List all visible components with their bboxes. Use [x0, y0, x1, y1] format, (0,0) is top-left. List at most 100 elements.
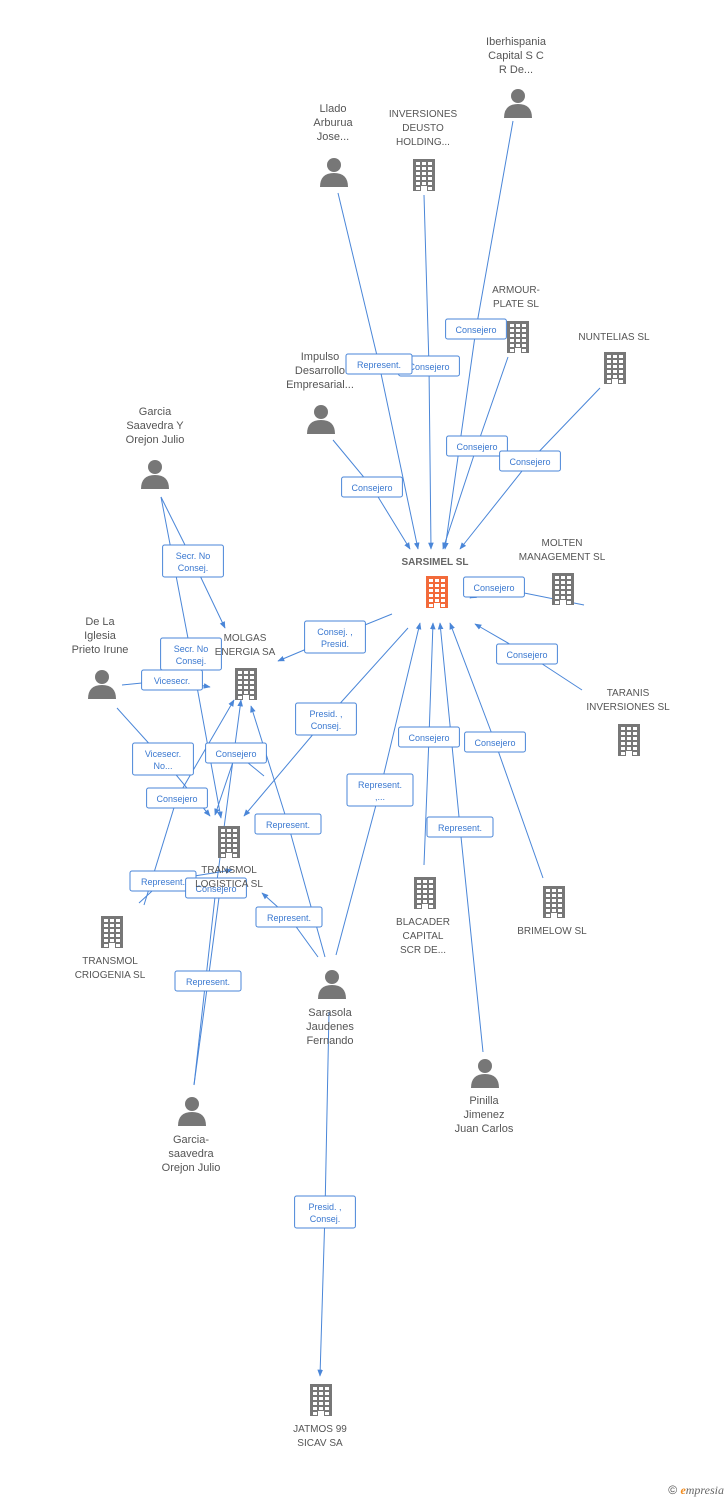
copyright-symbol: ©	[668, 1483, 678, 1497]
building-icon[interactable]	[604, 352, 626, 384]
edge-label-box[interactable]	[496, 643, 558, 665]
building-icon[interactable]	[552, 573, 574, 605]
building-icon[interactable]	[507, 321, 529, 353]
person-icon[interactable]	[504, 89, 532, 118]
company-label[interactable]: BRIMELOW SL	[517, 926, 587, 937]
person-label[interactable]: Jimenez	[464, 1109, 505, 1121]
person-label[interactable]: Fernando	[306, 1035, 353, 1047]
person-label[interactable]: Iberhispania	[486, 36, 547, 48]
person-label[interactable]: Saavedra Y	[126, 420, 184, 432]
person-label[interactable]: Iglesia	[84, 630, 117, 642]
brand-logo-text: mpresia	[685, 1483, 724, 1497]
building-icon[interactable]	[618, 724, 640, 756]
company-label[interactable]: INVERSIONES	[389, 109, 458, 120]
edge-label-box[interactable]	[426, 816, 494, 838]
edge-label-box[interactable]	[162, 544, 224, 578]
person-label[interactable]: Impulso	[301, 351, 340, 363]
building-icon[interactable]	[426, 576, 448, 608]
person-label[interactable]: De La	[85, 616, 115, 628]
company-label[interactable]: BLACADER	[396, 917, 450, 928]
edge-label-box[interactable]	[445, 318, 507, 340]
company-label[interactable]: CRIOGENIA SL	[75, 970, 146, 981]
person-label[interactable]: Juan Carlos	[455, 1123, 514, 1135]
edge-label-text: Consej.	[176, 656, 207, 666]
company-label[interactable]: HOLDING...	[396, 137, 450, 148]
company-label[interactable]: TRANSMOL	[201, 865, 257, 876]
company-label[interactable]: MOLTEN	[542, 538, 583, 549]
person-label[interactable]: Arburua	[313, 117, 353, 129]
edge-label-text: Consejero	[215, 749, 256, 759]
building-icon[interactable]	[235, 668, 257, 700]
edge-label-box[interactable]	[255, 906, 323, 928]
person-label[interactable]: Pinilla	[469, 1095, 499, 1107]
edge-label-box[interactable]	[294, 1195, 356, 1229]
edge-label-box[interactable]	[345, 353, 413, 375]
person-label[interactable]: Capital S C	[488, 50, 544, 62]
company-label[interactable]: JATMOS 99	[293, 1424, 347, 1435]
edge-label-box[interactable]	[463, 576, 525, 598]
edge-label-box[interactable]	[141, 669, 203, 691]
edge-label-box[interactable]	[132, 742, 194, 776]
company-label[interactable]: PLATE SL	[493, 299, 539, 310]
edge-label-box[interactable]	[304, 620, 366, 654]
person-label[interactable]: R De...	[499, 64, 533, 76]
person-label[interactable]: Empresarial...	[286, 379, 354, 391]
person-label[interactable]: Desarrollo	[295, 365, 345, 377]
building-icon[interactable]	[413, 159, 435, 191]
edge-label-text: Consejero	[195, 884, 236, 894]
person-label[interactable]: saavedra	[168, 1148, 214, 1160]
edge-label-box[interactable]	[295, 702, 357, 736]
edge-label-box[interactable]	[499, 450, 561, 472]
company-label[interactable]: TARANIS	[607, 688, 650, 699]
building-icon[interactable]	[414, 877, 436, 909]
edge-label-box[interactable]	[205, 742, 267, 764]
person-label[interactable]: Prieto Irune	[72, 644, 129, 656]
building-icon[interactable]	[101, 916, 123, 948]
edge-label-box[interactable]	[185, 877, 247, 899]
company-label[interactable]: TRANSMOL	[82, 956, 138, 967]
edge-label-text: Vicesecr.	[145, 749, 181, 759]
edge-label-box[interactable]	[446, 435, 508, 457]
company-label[interactable]: MOLGAS	[224, 633, 267, 644]
person-icon[interactable]	[88, 670, 116, 699]
company-label[interactable]: ENERGIA SA	[215, 647, 276, 658]
building-icon[interactable]	[543, 886, 565, 918]
building-icon[interactable]	[218, 826, 240, 858]
person-label[interactable]: Garcia-	[173, 1134, 209, 1146]
person-icon[interactable]	[141, 460, 169, 489]
person-label[interactable]: Orejon Julio	[162, 1162, 221, 1174]
edge-label-box[interactable]	[174, 970, 242, 992]
edge-label-box[interactable]	[464, 731, 526, 753]
person-label[interactable]: Llado	[320, 103, 347, 115]
edge-label-text: ,...	[375, 792, 385, 802]
building-icon[interactable]	[310, 1384, 332, 1416]
company-label[interactable]: ARMOUR-	[492, 285, 540, 296]
edge-label-box[interactable]	[346, 773, 414, 807]
company-label[interactable]: NUNTELIAS SL	[578, 332, 650, 343]
edge-label-box[interactable]	[398, 726, 460, 748]
edge-label-text: Consejero	[455, 325, 496, 335]
person-icon[interactable]	[178, 1097, 206, 1126]
person-label[interactable]: Jaudenes	[306, 1021, 354, 1033]
edge-label-box[interactable]	[146, 787, 208, 809]
person-icon[interactable]	[471, 1059, 499, 1088]
person-label[interactable]: Sarasola	[308, 1007, 352, 1019]
person-label[interactable]: Jose...	[317, 131, 349, 143]
edge-label-text: Consejero	[506, 650, 547, 660]
edge-label-text: Presid. ,	[308, 1202, 341, 1212]
company-label[interactable]: SARSIMEL SL	[401, 557, 468, 568]
person-icon[interactable]	[307, 405, 335, 434]
edge-label-box[interactable]	[254, 813, 322, 835]
person-label[interactable]: Garcia	[139, 406, 172, 418]
person-label[interactable]: Orejon Julio	[126, 434, 185, 446]
company-label[interactable]: INVERSIONES SL	[586, 702, 670, 713]
company-label[interactable]: SCR DE...	[400, 945, 446, 956]
company-label[interactable]: LOGISTICA SL	[195, 879, 263, 890]
company-label[interactable]: SICAV SA	[297, 1438, 343, 1449]
person-icon[interactable]	[318, 970, 346, 999]
edge-label-box[interactable]	[341, 476, 403, 498]
person-icon[interactable]	[320, 158, 348, 187]
company-label[interactable]: DEUSTO	[402, 123, 444, 134]
company-label[interactable]: MANAGEMENT SL	[519, 552, 606, 563]
company-label[interactable]: CAPITAL	[403, 931, 444, 942]
